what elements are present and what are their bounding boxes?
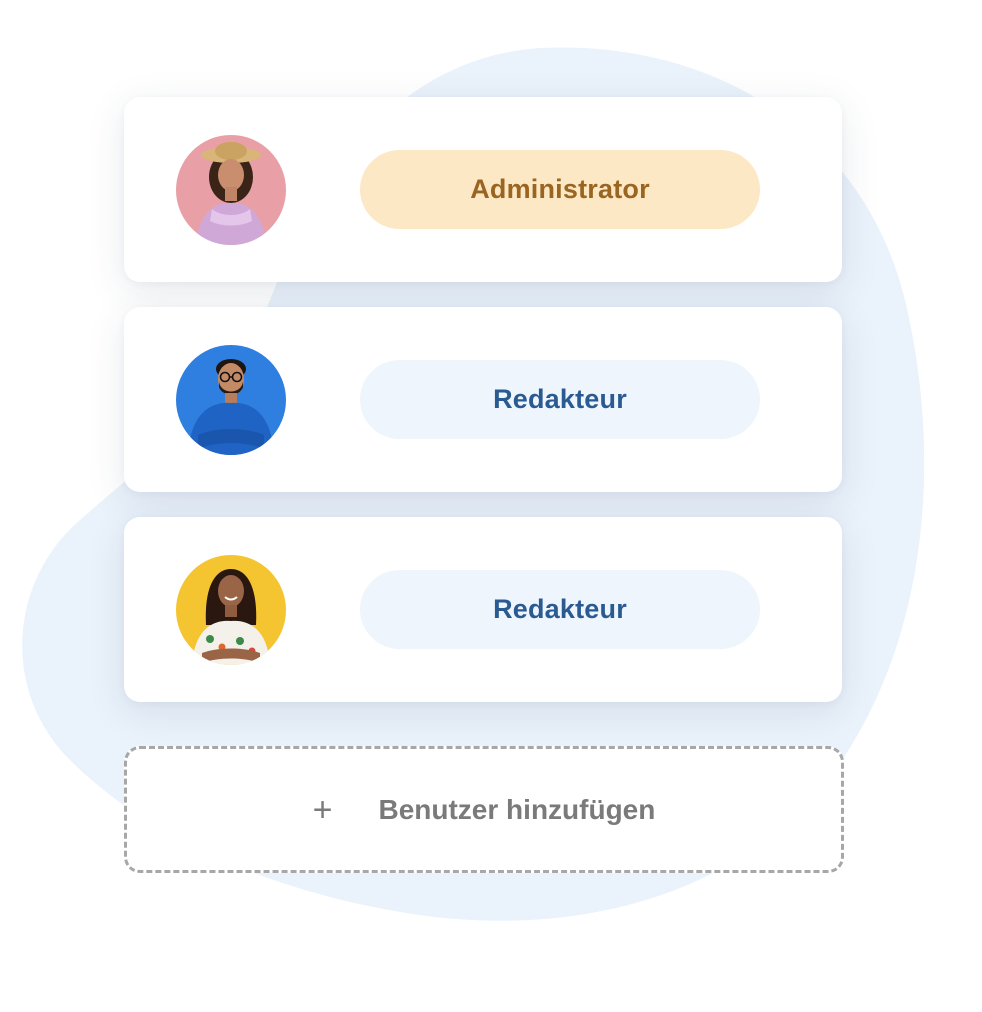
role-label: Redakteur bbox=[493, 384, 627, 414]
user-card[interactable]: Administrator bbox=[124, 97, 842, 282]
role-badge[interactable]: Redakteur bbox=[360, 360, 760, 439]
add-user-button[interactable]: + Benutzer hinzufügen bbox=[124, 746, 844, 873]
user-avatar bbox=[176, 135, 286, 245]
user-card[interactable]: Redakteur bbox=[124, 307, 842, 492]
user-avatar bbox=[176, 555, 286, 665]
role-badge[interactable]: Redakteur bbox=[360, 570, 760, 649]
role-label: Redakteur bbox=[493, 594, 627, 624]
add-user-label: Benutzer hinzufügen bbox=[378, 793, 656, 825]
role-badge[interactable]: Administrator bbox=[360, 150, 760, 229]
user-avatar bbox=[176, 345, 286, 455]
user-card[interactable]: Redakteur bbox=[124, 517, 842, 702]
plus-icon: + bbox=[312, 790, 333, 829]
man-glasses-avatar-icon bbox=[176, 345, 286, 455]
role-label: Administrator bbox=[470, 174, 650, 204]
woman-straw-hat-avatar-icon bbox=[176, 135, 286, 245]
woman-floral-avatar-icon bbox=[176, 555, 286, 665]
